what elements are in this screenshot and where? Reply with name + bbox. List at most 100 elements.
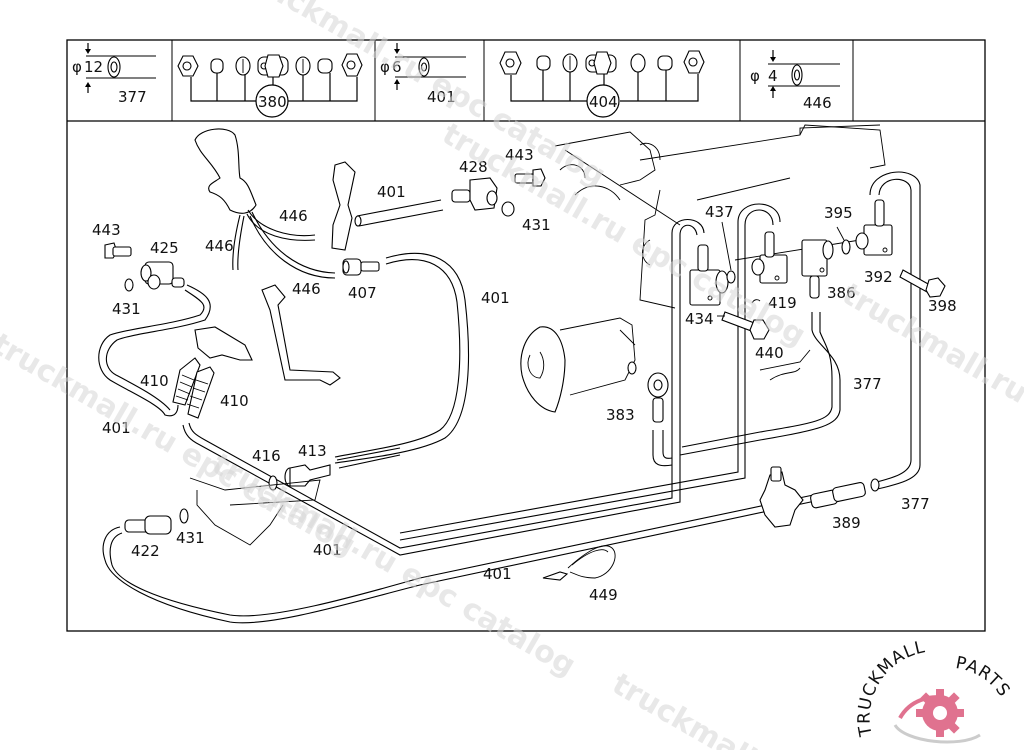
diameter-value: 6 (392, 58, 402, 76)
callout-401[interactable]: 401 (377, 183, 406, 201)
tube-446[interactable] (232, 209, 336, 279)
part-number-label: 446 (803, 94, 832, 112)
callout-circle (586, 84, 620, 118)
header-cell-tube-377[interactable]: φ 12 377 (72, 43, 156, 106)
callout-437[interactable]: 437 (705, 203, 734, 221)
washer-431[interactable] (179, 508, 189, 524)
tube-401[interactable] (399, 203, 781, 541)
banjo-fitting-383[interactable] (647, 372, 673, 467)
bolt-398[interactable] (899, 269, 946, 298)
header-cell-tube-401[interactable]: φ 6 401 (380, 43, 466, 106)
diameter-symbol: φ (750, 67, 760, 85)
tube-377[interactable] (679, 312, 841, 456)
bolt-443[interactable] (514, 168, 546, 187)
callout-401[interactable]: 401 (102, 419, 131, 437)
tube-401[interactable] (182, 219, 705, 556)
callout-383[interactable]: 383 (606, 406, 635, 424)
connector-413[interactable] (284, 464, 331, 487)
part-number-label: 404 (589, 93, 618, 111)
connector-422[interactable] (124, 515, 172, 535)
tube-401[interactable] (98, 284, 211, 417)
tube-401-stub[interactable] (336, 447, 401, 469)
cable-tie-449[interactable] (542, 545, 616, 581)
callout-446[interactable]: 446 (205, 237, 234, 255)
diameter-value: 4 (768, 67, 778, 85)
tube-377[interactable] (869, 171, 921, 491)
logo-text-main: TRUCKMALL (855, 637, 928, 739)
header-cell-fitting-set-404[interactable]: 404 (499, 50, 705, 118)
washer-431[interactable] (501, 201, 515, 217)
callout-401[interactable]: 401 (483, 565, 512, 583)
fitting-ring-icon (562, 53, 578, 73)
tee-fitting-428[interactable] (451, 177, 498, 211)
callout-446[interactable]: 446 (279, 207, 308, 225)
tube-401[interactable] (334, 253, 470, 464)
bellows-410[interactable] (186, 366, 215, 419)
callout-434[interactable]: 434 (685, 310, 714, 328)
fitting-425[interactable] (140, 261, 185, 290)
callout-428[interactable]: 428 (459, 158, 488, 176)
callout-431[interactable]: 431 (112, 300, 141, 318)
callout-443[interactable]: 443 (92, 221, 121, 239)
washer-431[interactable] (124, 278, 134, 292)
valve-386[interactable] (801, 239, 834, 299)
bolt-440[interactable] (721, 311, 770, 340)
fitting-nut-icon (177, 55, 199, 77)
callout-389[interactable]: 389 (832, 514, 861, 532)
callout-395[interactable]: 395 (824, 204, 853, 222)
tube-401[interactable] (354, 199, 444, 227)
callout-422[interactable]: 422 (131, 542, 160, 560)
part-number-label: 380 (258, 93, 287, 111)
watermark-text: truckmall.ru epc catalog (206, 447, 581, 684)
callout-449[interactable]: 449 (589, 586, 618, 604)
fitting-sleeve-icon (536, 55, 551, 71)
callout-401[interactable]: 401 (313, 541, 342, 559)
gear-icon (916, 689, 964, 737)
distributor-fitting[interactable] (759, 466, 804, 528)
callout-413[interactable]: 413 (298, 442, 327, 460)
callout-416[interactable]: 416 (252, 447, 281, 465)
logo-swoosh (893, 724, 981, 744)
valve-434[interactable] (689, 244, 729, 306)
callout-419[interactable]: 419 (768, 294, 797, 312)
vacuum-pump-illustration (520, 317, 637, 413)
callout-440[interactable]: 440 (755, 344, 784, 362)
header-cell-fitting-set-380[interactable]: 380 (177, 53, 363, 118)
callout-377[interactable]: 377 (853, 375, 882, 393)
washer-416[interactable] (268, 475, 278, 491)
bracket-illustration (194, 161, 356, 386)
callout-425[interactable]: 425 (150, 239, 179, 257)
tube-401[interactable] (102, 493, 821, 624)
tee-fitting-392[interactable] (855, 199, 893, 256)
mount-bracket-illustration (189, 477, 321, 546)
seal-437[interactable] (726, 270, 736, 284)
callout-431[interactable]: 431 (176, 529, 205, 547)
callout-398[interactable]: 398 (928, 297, 957, 315)
bellows-410[interactable] (172, 357, 201, 406)
watermark-text: truckmall.ru epc catalog (436, 117, 811, 354)
connector-389[interactable] (810, 478, 880, 509)
bolt-443[interactable] (104, 242, 132, 259)
fitting-union-icon (257, 54, 289, 78)
seal-395[interactable] (841, 239, 851, 255)
callout-386[interactable]: 386 (827, 284, 856, 302)
callout-410[interactable]: 410 (220, 392, 249, 410)
callout-392[interactable]: 392 (864, 268, 893, 286)
leader-line (836, 226, 845, 241)
fitting-union-icon (585, 51, 617, 75)
connector-407[interactable] (342, 258, 380, 276)
callout-446[interactable]: 446 (292, 280, 321, 298)
valve-419[interactable] (751, 231, 788, 284)
watermark-text: truckmall.ru epc catalog (236, 0, 611, 194)
callout-431[interactable]: 431 (522, 216, 551, 234)
callout-377[interactable]: 377 (901, 495, 930, 513)
part-number-label: 377 (118, 88, 147, 106)
leader-line (751, 299, 761, 304)
callout-407[interactable]: 407 (348, 284, 377, 302)
truckmall-parts-logo[interactable]: TRUCKMALL PARTS (855, 637, 1014, 744)
callout-401[interactable]: 401 (481, 289, 510, 307)
diameter-symbol: φ (380, 58, 390, 76)
header-cell-tube-446[interactable]: φ 4 446 (750, 50, 840, 112)
callout-443[interactable]: 443 (505, 146, 534, 164)
callout-410[interactable]: 410 (140, 372, 169, 390)
